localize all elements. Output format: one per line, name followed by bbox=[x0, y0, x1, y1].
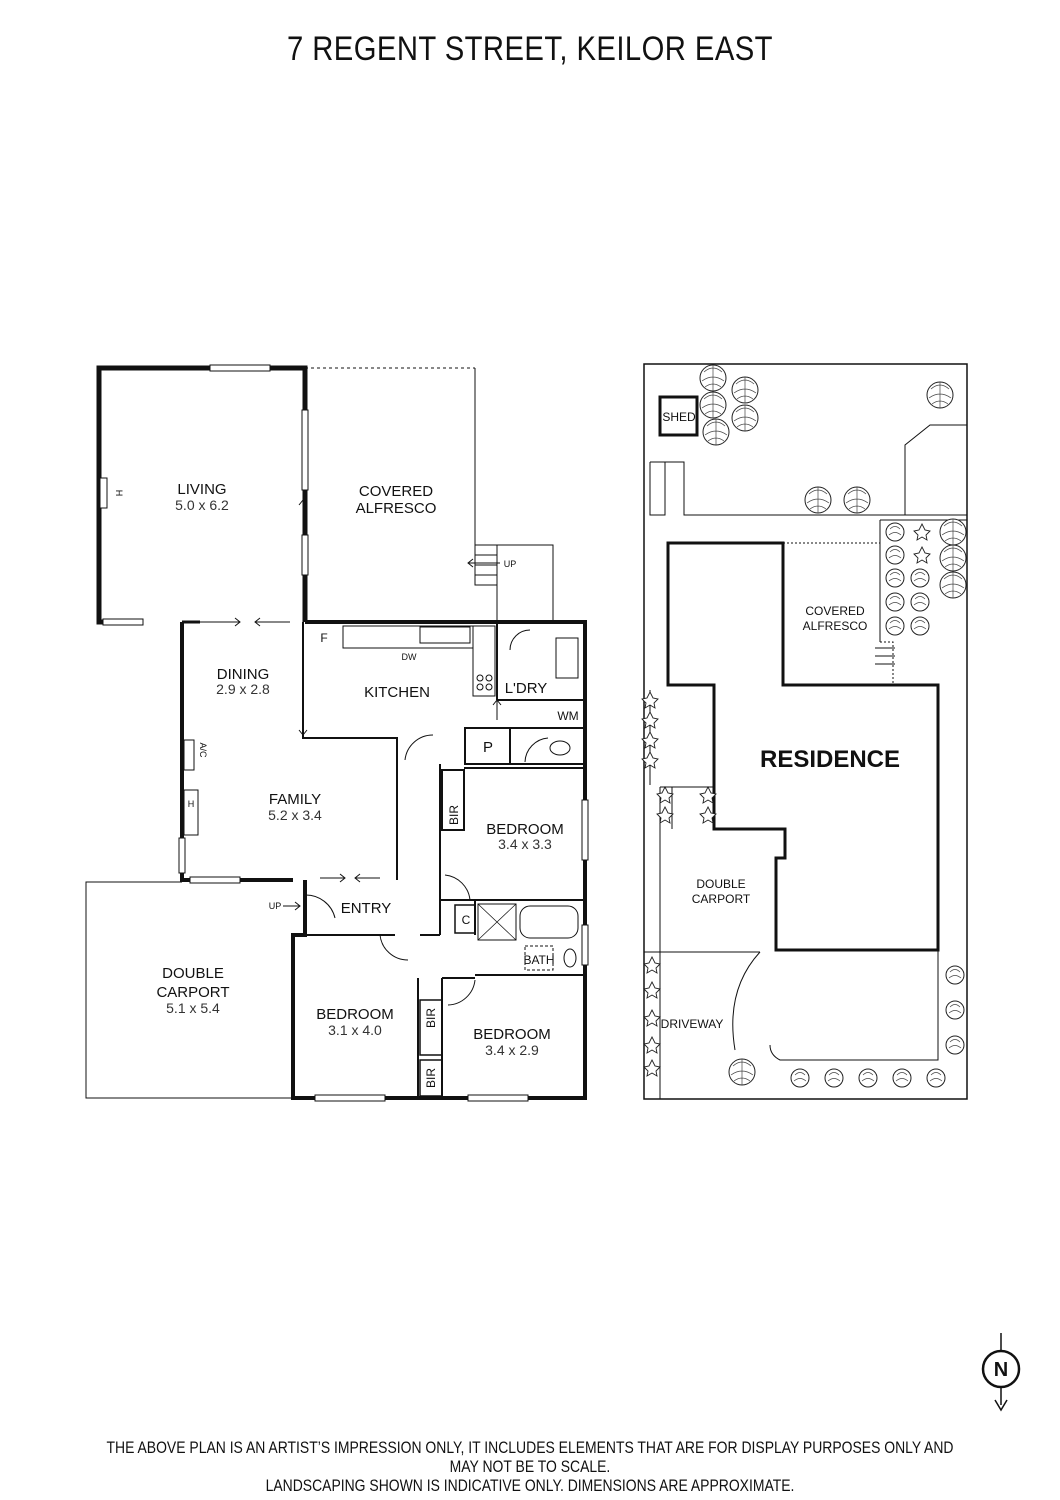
disclaimer-line-2: LANDSCAPING SHOWN IS INDICATIVE ONLY. DI… bbox=[265, 1476, 795, 1495]
up-label-carport: UP bbox=[269, 901, 282, 911]
fridge-label: F bbox=[320, 631, 327, 645]
family-label: FAMILY bbox=[269, 791, 321, 808]
bedroom-sw-dims: 3.1 x 4.0 bbox=[328, 1022, 382, 1038]
site-alfresco-label-2: ALFRESCO bbox=[803, 619, 868, 633]
alfresco-label-1: COVERED bbox=[359, 483, 433, 500]
bedroom-sw-label: BEDROOM bbox=[316, 1006, 394, 1023]
cupboard-label: C bbox=[462, 913, 471, 927]
site-carport-label-1: DOUBLE bbox=[696, 877, 745, 891]
site-driveway-label: DRIVEWAY bbox=[661, 1017, 724, 1031]
dining-label: DINING bbox=[217, 666, 270, 683]
laundry-label: L'DRY bbox=[505, 680, 548, 697]
alfresco-label-2: ALFRESCO bbox=[356, 500, 437, 517]
site-shed-label: SHED bbox=[662, 410, 696, 424]
site-vegetation bbox=[641, 364, 967, 1088]
dining-dims: 2.9 x 2.8 bbox=[216, 681, 270, 697]
bir-se-label: BIR bbox=[424, 1068, 438, 1088]
living-label: LIVING bbox=[177, 481, 226, 498]
site-plan bbox=[643, 363, 968, 1100]
floor-plan bbox=[85, 364, 589, 1102]
living-dims: 5.0 x 6.2 bbox=[175, 497, 229, 513]
bath-label: BATH bbox=[523, 953, 554, 967]
site-alfresco-label-1: COVERED bbox=[805, 604, 865, 618]
heater-label-family: H bbox=[188, 799, 195, 809]
wm-label: WM bbox=[557, 709, 578, 723]
site-residence-label: RESIDENCE bbox=[760, 746, 900, 773]
carport-label-2: CARPORT bbox=[156, 984, 229, 1001]
bedroom-east-dims: 3.4 x 3.3 bbox=[498, 836, 552, 852]
site-carport-label-2: CARPORT bbox=[692, 892, 751, 906]
disclaimer-line-1: THE ABOVE PLAN IS AN ARTIST’S IMPRESSION… bbox=[106, 1438, 954, 1476]
bir-sw-label: BIR bbox=[424, 1008, 438, 1028]
family-dims: 5.2 x 3.4 bbox=[268, 807, 322, 823]
carport-dims: 5.1 x 5.4 bbox=[166, 1000, 220, 1016]
carport-label-1: DOUBLE bbox=[162, 965, 224, 982]
heater-label-living: H bbox=[114, 490, 124, 497]
north-label: N bbox=[994, 1359, 1008, 1381]
bedroom-east-label: BEDROOM bbox=[486, 821, 564, 838]
bir-east-label: BIR bbox=[447, 805, 461, 825]
north-arrow: N bbox=[981, 1333, 1021, 1412]
plan-title: 7 REGENT STREET, KEILOR EAST bbox=[287, 30, 773, 68]
bedroom-se-dims: 3.4 x 2.9 bbox=[485, 1042, 539, 1058]
ac-label: A/C bbox=[198, 742, 208, 758]
dw-label: DW bbox=[402, 652, 417, 662]
up-label-alfresco: UP bbox=[504, 559, 517, 569]
kitchen-label: KITCHEN bbox=[364, 684, 430, 701]
disclaimer: THE ABOVE PLAN IS AN ARTIST’S IMPRESSION… bbox=[95, 1438, 964, 1495]
bedroom-se-label: BEDROOM bbox=[473, 1026, 551, 1043]
entry-label: ENTRY bbox=[341, 900, 392, 917]
pantry-label: P bbox=[483, 739, 493, 756]
